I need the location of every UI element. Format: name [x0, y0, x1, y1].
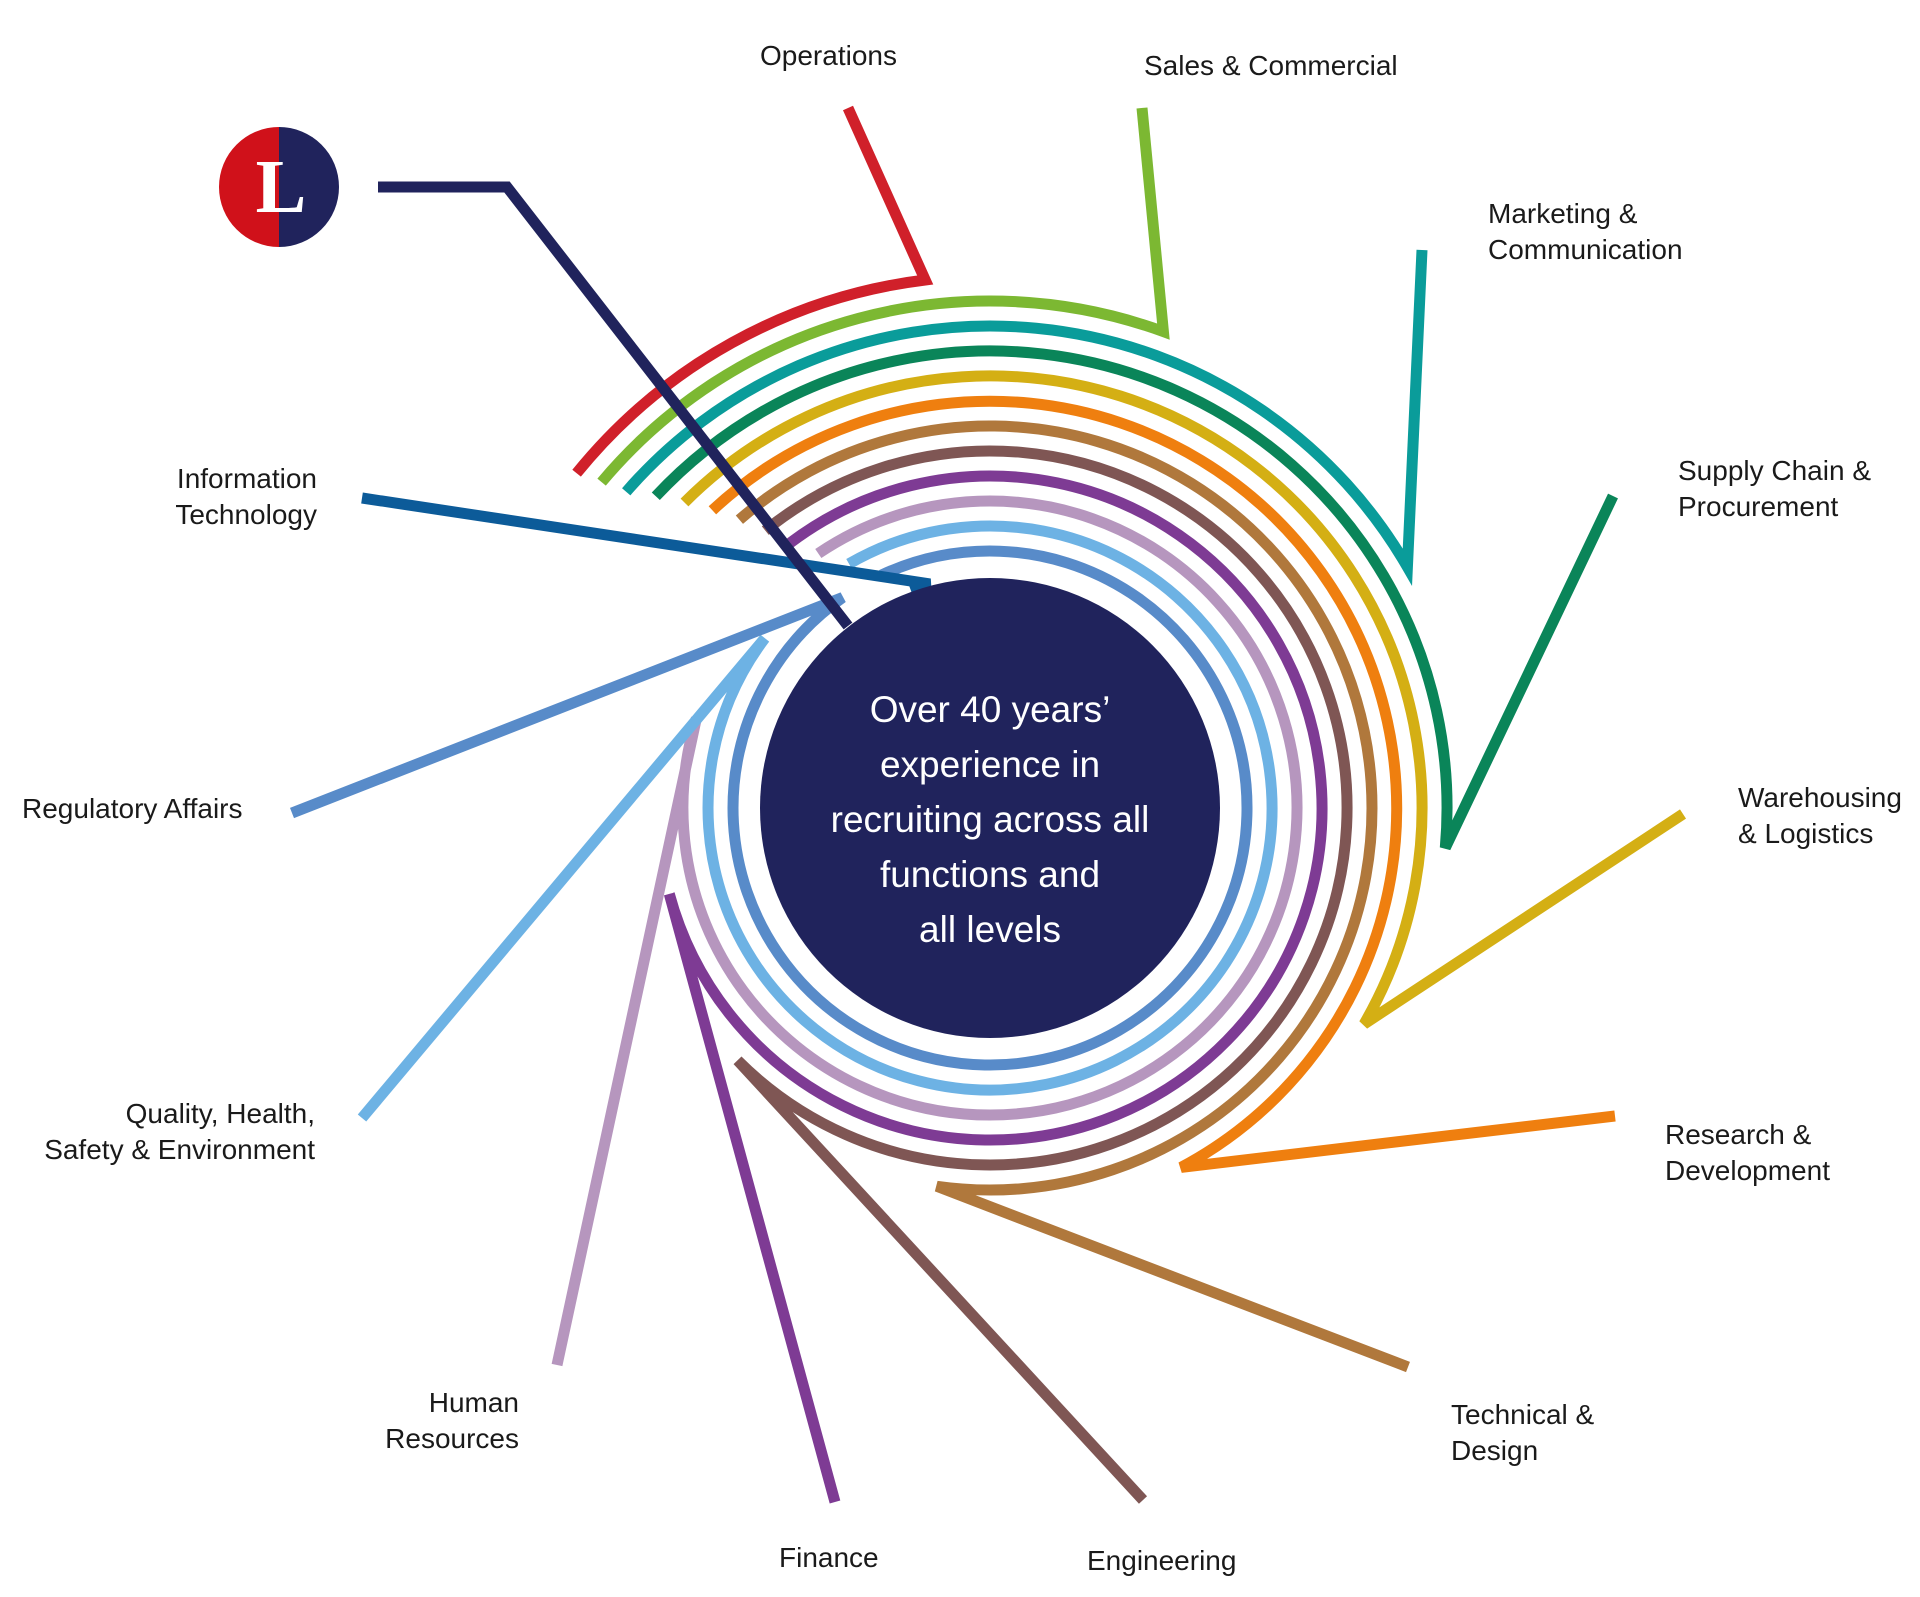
label-engineering: Engineering [1087, 1545, 1237, 1576]
logo-letter: L [256, 145, 307, 229]
center-line: functions and [879, 854, 1101, 895]
label-supply-chain-procurement: Supply Chain & Procurement [1678, 455, 1872, 522]
ring-engineering [733, 445, 1353, 1504]
logo-icon: L [219, 127, 339, 247]
ring-sales-commercial [597, 107, 1170, 486]
ring-finance [663, 470, 1328, 1504]
center-line: recruiting across all [830, 799, 1150, 840]
center-circle [760, 578, 1220, 1038]
label-technical-design: Technical & Design [1451, 1399, 1595, 1466]
label-information-technology: Information Technology [175, 463, 317, 530]
ring-warehousing-logistics [680, 370, 1687, 1029]
label-sales-commercial: Sales & Commercial [1144, 50, 1398, 81]
ring-research-development [708, 395, 1616, 1173]
ring-quality-health-safety-environment [357, 520, 1278, 1122]
label-regulatory-affairs: Regulatory Affairs [22, 793, 243, 824]
ring-information-technology [361, 492, 932, 596]
ring-regulatory-affairs [289, 545, 1253, 1071]
ring-supply-chain-procurement [651, 345, 1618, 851]
center-line: experience in [879, 744, 1101, 785]
logo-connector-line [378, 181, 853, 630]
label-marketing-communication: Marketing & Communication [1488, 198, 1683, 265]
function-rings [289, 105, 1687, 1504]
logo-connector [378, 181, 853, 630]
label-warehousing-logistics: Warehousing & Logistics [1738, 782, 1902, 849]
label-research-development: Research & Development [1665, 1119, 1830, 1186]
center-line: Over 40 years’ [869, 689, 1111, 730]
ring-human-resources [551, 495, 1303, 1367]
label-operations: Operations [760, 40, 897, 71]
label-finance: Finance [779, 1542, 879, 1573]
ring-operations [572, 105, 934, 477]
center-statement: Over 40 years’ experience in recruiting … [800, 682, 1180, 957]
ring-technical-design [735, 420, 1410, 1373]
ring-marketing-communication [622, 249, 1428, 586]
center-line: all levels [919, 909, 1061, 950]
label-human-resources: Human Resources [385, 1387, 519, 1454]
label-quality-health-safety-environment: Quality, Health, Safety & Environment [44, 1098, 315, 1165]
